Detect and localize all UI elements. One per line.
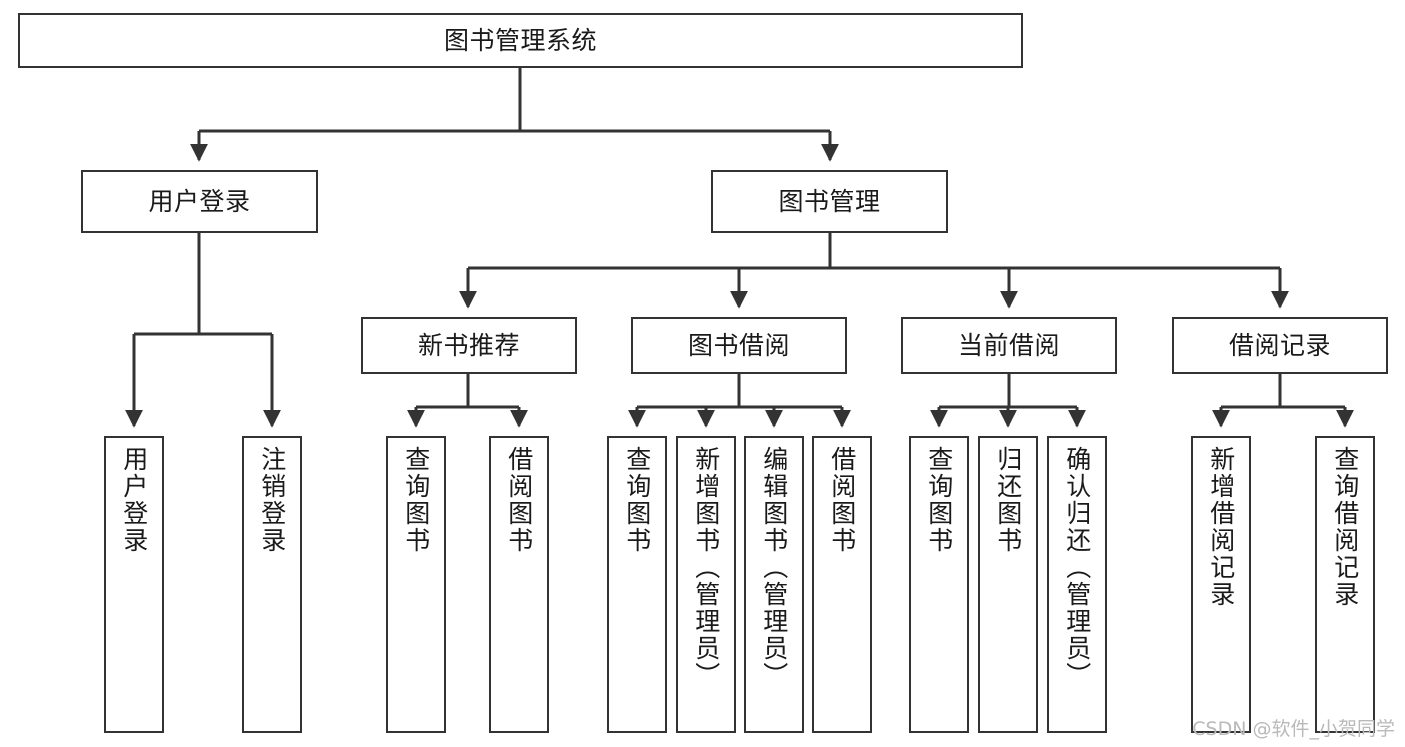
node-label: 图书管理系统 bbox=[443, 25, 597, 55]
node-label: 新增图书（管理员） bbox=[691, 446, 721, 689]
node-label: 新书推荐 bbox=[417, 330, 520, 360]
leaf-book-borrow-query[interactable]: 查询图书 bbox=[607, 436, 667, 733]
node-book-borrow[interactable]: 图书借阅 bbox=[631, 317, 847, 374]
node-label: 借阅记录 bbox=[1228, 330, 1331, 360]
leaf-book-borrow-add[interactable]: 新增图书（管理员） bbox=[676, 436, 736, 733]
leaf-current-borrow-query[interactable]: 查询图书 bbox=[909, 436, 969, 733]
node-label: 图书管理 bbox=[778, 186, 881, 216]
node-user-login[interactable]: 用户登录 bbox=[81, 170, 318, 233]
node-label: 归还图书 bbox=[993, 446, 1023, 554]
node-label: 确认归还（管理员） bbox=[1062, 446, 1092, 689]
csdn-watermark: CSDN @软件_小贺同学 bbox=[1192, 718, 1395, 740]
node-label: 新增借阅记录 bbox=[1206, 446, 1236, 608]
node-label: 借阅图书 bbox=[504, 446, 534, 554]
node-borrow-record[interactable]: 借阅记录 bbox=[1172, 317, 1388, 374]
leaf-borrow-record-add[interactable]: 新增借阅记录 bbox=[1191, 436, 1251, 733]
node-label: 图书借阅 bbox=[687, 330, 790, 360]
node-label: 当前借阅 bbox=[957, 330, 1060, 360]
node-label: 查询借阅记录 bbox=[1330, 446, 1360, 608]
leaf-book-borrow-borrow[interactable]: 借阅图书 bbox=[812, 436, 872, 733]
leaf-current-borrow-return[interactable]: 归还图书 bbox=[978, 436, 1038, 733]
leaf-user-login-login[interactable]: 用户登录 bbox=[104, 436, 164, 733]
node-label: 用户登录 bbox=[119, 446, 149, 554]
leaf-borrow-record-query[interactable]: 查询借阅记录 bbox=[1315, 436, 1375, 733]
leaf-user-login-logout[interactable]: 注销登录 bbox=[242, 436, 302, 733]
leaf-new-book-query[interactable]: 查询图书 bbox=[386, 436, 446, 733]
node-label: 用户登录 bbox=[148, 186, 251, 216]
node-current-borrow[interactable]: 当前借阅 bbox=[901, 317, 1117, 374]
leaf-current-borrow-confirm-return[interactable]: 确认归还（管理员） bbox=[1047, 436, 1107, 733]
leaf-book-borrow-edit[interactable]: 编辑图书（管理员） bbox=[744, 436, 804, 733]
node-label: 查询图书 bbox=[401, 446, 431, 554]
node-root-system[interactable]: 图书管理系统 bbox=[18, 13, 1023, 68]
node-book-management[interactable]: 图书管理 bbox=[711, 170, 948, 233]
node-new-book-recommend[interactable]: 新书推荐 bbox=[361, 317, 577, 374]
node-label: 查询图书 bbox=[924, 446, 954, 554]
node-label: 注销登录 bbox=[257, 446, 287, 554]
node-label: 借阅图书 bbox=[827, 446, 857, 554]
leaf-new-book-borrow[interactable]: 借阅图书 bbox=[489, 436, 549, 733]
node-label: 查询图书 bbox=[622, 446, 652, 554]
node-label: 编辑图书（管理员） bbox=[759, 446, 789, 689]
